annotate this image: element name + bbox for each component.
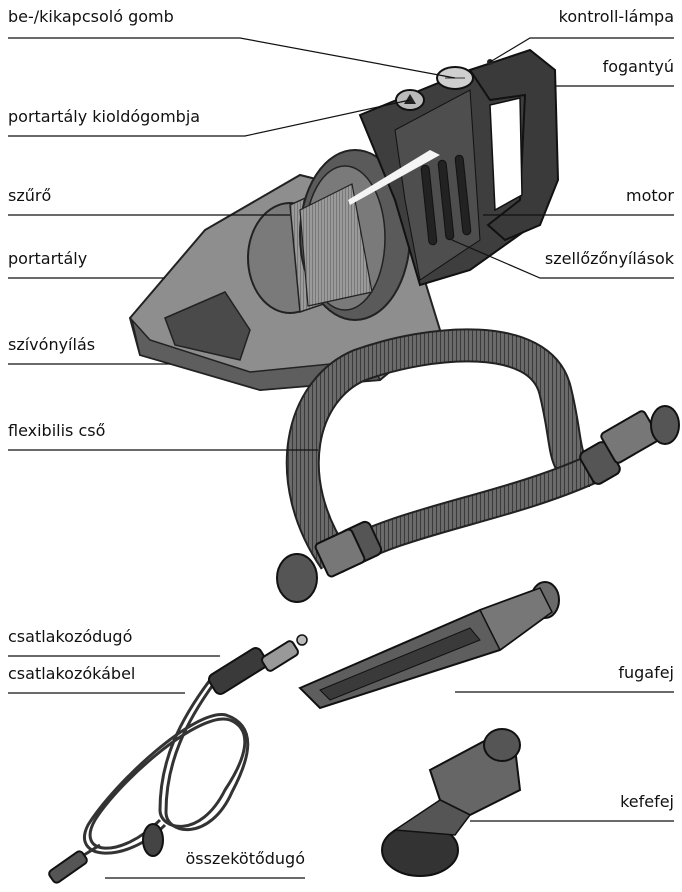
label-indicator-lamp: kontroll-lámpa [559,8,674,26]
car-plug [207,635,307,696]
label-dust-release: portartály kioldógombja [8,108,200,126]
label-dust-container: portartály [8,250,87,268]
label-power-switch: be-/kikapcsoló gomb [8,8,174,26]
connector-plug [48,850,89,884]
label-hose: flexibilis cső [8,422,105,440]
cable-tie [143,824,163,856]
label-handle: fogantyú [603,58,674,76]
flexible-hose [277,345,679,602]
crevice-tool [300,582,559,708]
leader-power-switch [8,38,455,78]
label-motor: motor [626,187,674,205]
label-cable: csatlakozókábel [8,665,135,683]
label-suction-opening: szívónyílás [8,336,95,354]
label-crevice-tool: fugafej [618,664,674,682]
label-plug: csatlakozódugó [8,628,132,646]
brush-head [382,729,520,876]
label-filter: szűrő [8,187,51,205]
label-connector: összekötődugó [186,850,306,868]
ventilation-slots [421,155,471,245]
label-vents: szellőzőnyílások [545,250,674,268]
label-brush-head: kefefej [620,793,674,811]
